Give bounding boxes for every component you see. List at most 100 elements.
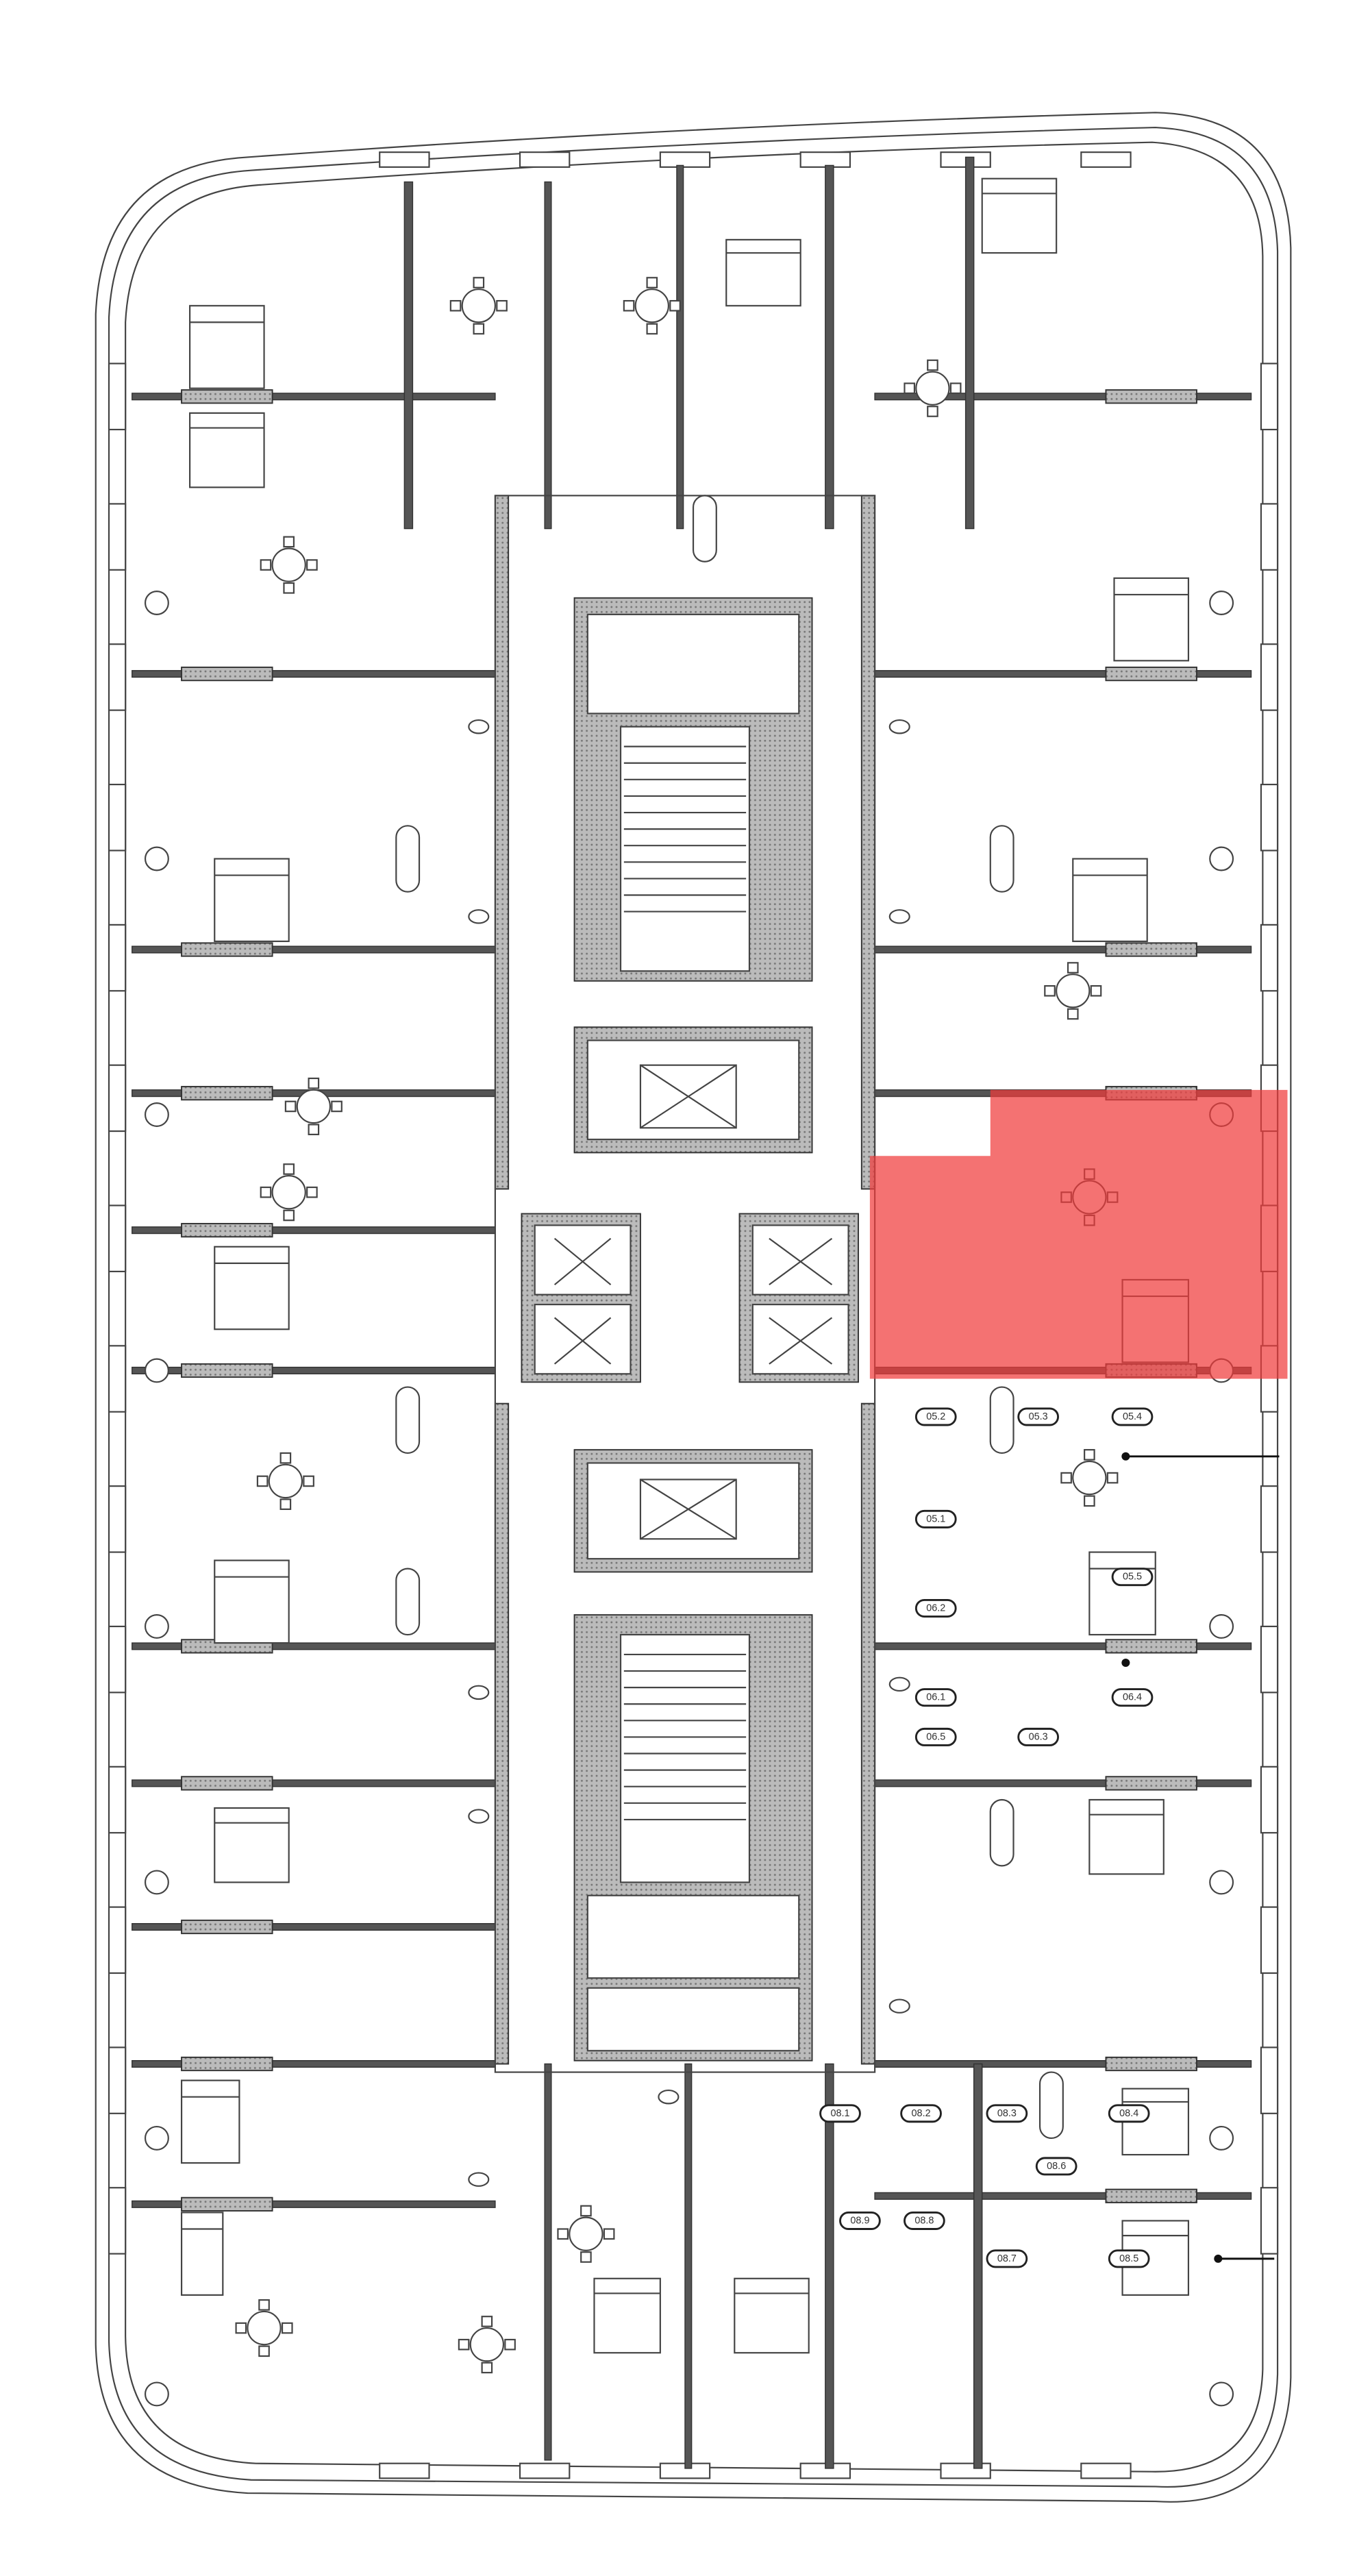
- chair-icon: [473, 323, 485, 335]
- stair-south: [573, 1614, 813, 2061]
- chair-icon: [1106, 1472, 1119, 1484]
- chair-icon: [557, 2228, 569, 2240]
- window: [108, 1485, 127, 1553]
- elevator-north: [573, 1026, 813, 1154]
- chair-icon: [1067, 962, 1079, 974]
- chair-icon: [283, 1163, 295, 1175]
- bed-icon: [1072, 858, 1148, 943]
- window: [108, 1625, 127, 1694]
- svg-text:05.2: 05.2: [926, 1411, 945, 1422]
- svg-text:05.3: 05.3: [1029, 1411, 1048, 1422]
- plant-icon: [144, 1870, 169, 1895]
- dining-table-icon: [915, 371, 950, 406]
- shaft: [181, 1919, 273, 1935]
- chair-icon: [504, 2338, 516, 2351]
- toilet-icon: [468, 909, 490, 924]
- window: [1260, 924, 1279, 992]
- shaft: [1105, 1639, 1197, 1654]
- svg-text:08.7: 08.7: [997, 2253, 1017, 2264]
- window: [1260, 1485, 1279, 1553]
- bathtub-icon: [395, 1386, 421, 1454]
- chair-icon: [949, 382, 962, 395]
- plant-icon: [1209, 591, 1234, 615]
- chair-icon: [306, 1186, 318, 1198]
- plant-icon: [1209, 846, 1234, 871]
- shaft: [181, 389, 273, 404]
- elevator-west: [521, 1213, 641, 1383]
- room-label: 05.4: [1111, 1407, 1154, 1426]
- window: [1260, 643, 1279, 711]
- shaft: [181, 1776, 273, 1791]
- chair-icon: [458, 2338, 470, 2351]
- partition-wall: [544, 181, 552, 530]
- window: [1260, 1766, 1279, 1834]
- dining-table-icon: [247, 2310, 282, 2346]
- elevator-south: [573, 1449, 813, 1573]
- dining-table-icon: [1056, 974, 1091, 1008]
- room-label: 06.2: [914, 1598, 957, 1618]
- chair-icon: [308, 1077, 320, 1089]
- toilet-icon: [468, 719, 490, 734]
- shaft: [181, 667, 273, 682]
- chair-icon: [260, 559, 272, 571]
- toilet-icon: [888, 1998, 910, 2014]
- bed-icon: [214, 1807, 290, 1883]
- bathtub-icon: [395, 825, 421, 893]
- shaft: [1105, 667, 1197, 682]
- partition-wall: [132, 2200, 496, 2208]
- bed-icon: [180, 2079, 240, 2164]
- partition-wall: [825, 2063, 834, 2469]
- dining-table-icon: [569, 2216, 603, 2251]
- window: [940, 2462, 991, 2479]
- highlighted-apartment[interactable]: [869, 1089, 1288, 1379]
- bathtub-icon: [989, 1386, 1014, 1454]
- partition-wall: [676, 164, 684, 530]
- window: [1260, 1625, 1279, 1694]
- chair-icon: [303, 1475, 314, 1487]
- partition-wall: [684, 2063, 693, 2469]
- toilet-icon: [658, 2090, 680, 2105]
- shaft: [1105, 1776, 1197, 1791]
- bathtub-icon: [989, 1798, 1014, 1867]
- partition-wall: [544, 2063, 552, 2461]
- plant-icon: [144, 1358, 169, 1383]
- partition-wall: [403, 181, 414, 530]
- section-markers: [1121, 1452, 1280, 2263]
- svg-text:05.5: 05.5: [1123, 1572, 1142, 1583]
- shaft: [181, 1223, 273, 1238]
- svg-text:08.8: 08.8: [914, 2215, 934, 2226]
- svg-text:08.9: 08.9: [850, 2215, 869, 2226]
- partition-wall: [874, 393, 1252, 401]
- window: [108, 2187, 127, 2255]
- svg-text:06.3: 06.3: [1029, 1731, 1048, 1742]
- svg-text:08.6: 08.6: [1047, 2161, 1066, 2172]
- elevator-east: [738, 1213, 859, 1383]
- room-label: 08.2: [900, 2104, 942, 2123]
- plant-icon: [144, 2126, 169, 2151]
- window: [108, 1064, 127, 1132]
- core-wall: [494, 495, 510, 1190]
- window: [519, 151, 571, 168]
- core-wall: [860, 1402, 876, 2065]
- chair-icon: [283, 1209, 295, 1222]
- chair-icon: [281, 2322, 293, 2334]
- bed-icon: [214, 858, 290, 943]
- chair-icon: [256, 1475, 269, 1487]
- svg-text:06.1: 06.1: [926, 1692, 945, 1703]
- window: [1260, 2046, 1279, 2114]
- room-label: 05.3: [1017, 1407, 1060, 1426]
- shaft: [1105, 942, 1197, 957]
- bed-icon: [1088, 1798, 1164, 1875]
- toilet-icon: [888, 909, 910, 924]
- room-label: 05.1: [914, 1509, 957, 1528]
- shaft: [1105, 389, 1197, 404]
- plant-icon: [144, 846, 169, 871]
- stair-north: [573, 597, 813, 982]
- dining-table-icon: [271, 547, 306, 582]
- chair-icon: [1084, 1449, 1095, 1461]
- window: [108, 1345, 127, 1413]
- dining-table-icon: [271, 1175, 306, 1210]
- window: [108, 1766, 127, 1834]
- bathtub-icon: [692, 495, 717, 562]
